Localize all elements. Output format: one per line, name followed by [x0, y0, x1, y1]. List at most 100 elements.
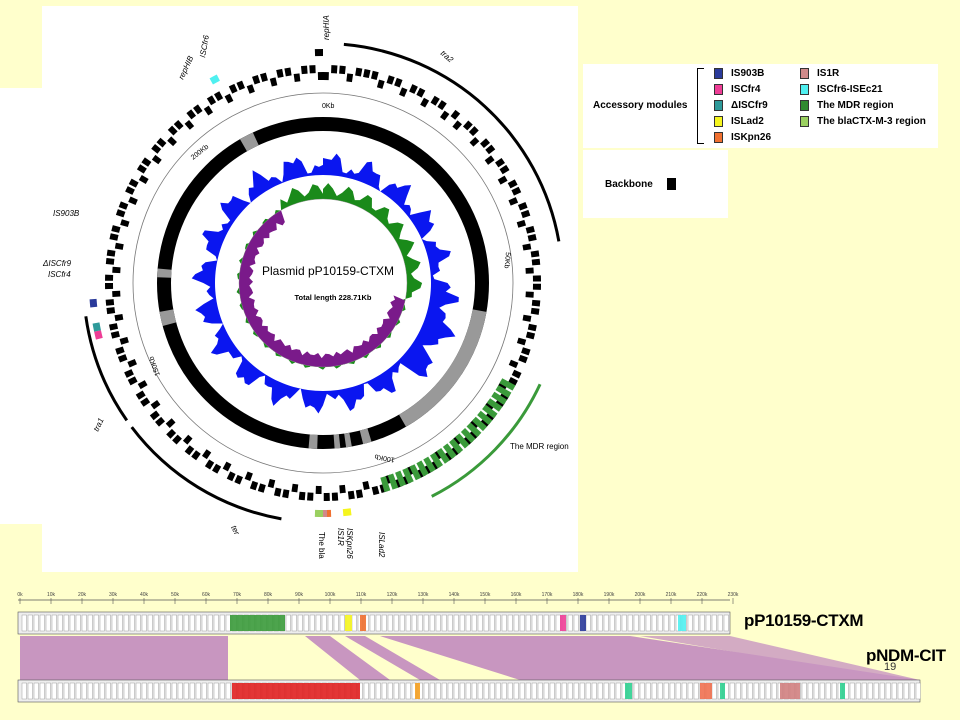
track2-gene [909, 682, 915, 700]
gene-block [150, 400, 161, 410]
scale-tick-label: 90k [295, 592, 304, 598]
track2-feature [415, 683, 420, 699]
track2-gene [453, 682, 459, 700]
gene-block [516, 337, 527, 346]
gene-block [317, 71, 324, 81]
track2-gene [207, 682, 213, 700]
track1-gene [621, 614, 627, 632]
backbone-gap [157, 268, 172, 278]
track2-gene [69, 682, 75, 700]
gene-block [110, 330, 120, 339]
gene-block [204, 459, 215, 470]
gene-block [135, 390, 146, 400]
gene-block [128, 178, 139, 188]
track2-gene [531, 682, 537, 700]
gene-block [511, 186, 522, 196]
gene-block [149, 410, 160, 421]
track1-gene [447, 614, 453, 632]
track1-feature [678, 615, 686, 631]
track1-gene [519, 614, 525, 632]
track2-gene [891, 682, 897, 700]
gene-block [376, 79, 385, 89]
mdr-gene-block [499, 378, 516, 391]
gene-block [495, 157, 505, 168]
gene-block [118, 201, 129, 210]
legend-swatch [714, 116, 723, 127]
track1-gene [711, 614, 717, 632]
gene-block [323, 492, 330, 501]
gene-block [136, 164, 147, 174]
track1-gene [303, 614, 309, 632]
gene-block [452, 120, 462, 131]
legend-item-is1r: IS1R [800, 68, 839, 79]
mdr-gene-block [442, 443, 457, 459]
track2-gene [651, 682, 657, 700]
track2-gene [195, 682, 201, 700]
track1-gene [567, 614, 573, 632]
scale-tick-label: 160k [511, 592, 522, 598]
track2-gene [639, 682, 645, 700]
track1-gene [147, 614, 153, 632]
gene-block [106, 249, 116, 257]
gene-block [525, 331, 536, 340]
track1-gene [327, 614, 333, 632]
gene-block [120, 219, 130, 228]
track2-gene [759, 682, 765, 700]
track2-gene [423, 682, 429, 700]
track1-gene [99, 614, 105, 632]
track2-gene [225, 682, 231, 700]
gene-block [511, 369, 522, 379]
gene-block [420, 97, 430, 108]
track2-gene [183, 682, 189, 700]
track1-feature [360, 615, 366, 631]
track2-gene [819, 682, 825, 700]
track1-gene [297, 614, 303, 632]
gene-block [416, 87, 426, 98]
legend-item-islad2: ISLad2 [714, 116, 764, 127]
track1-gene [501, 614, 507, 632]
track1-gene [573, 614, 579, 632]
legend-swatch [714, 132, 723, 143]
track2-gene [609, 682, 615, 700]
track2-gene [213, 682, 219, 700]
scale-tick-label: 140k [449, 592, 460, 598]
track2-gene [39, 682, 45, 700]
label-rephib: repHIB [177, 54, 196, 81]
track2-gene [477, 682, 483, 700]
track1-gene [51, 614, 57, 632]
gene-block [125, 186, 135, 195]
legend-item-iskpn26: ISKpn26 [714, 132, 771, 143]
track1-gene [639, 614, 645, 632]
track1-gene [441, 614, 447, 632]
gene-block [212, 463, 222, 474]
track2-gene [123, 682, 129, 700]
gene-block [140, 397, 151, 407]
track1-gene [705, 614, 711, 632]
gene-block [105, 257, 115, 265]
scale-label-200kb: 200Kb [190, 144, 210, 162]
feature-marker [314, 509, 323, 517]
track2-gene [687, 682, 693, 700]
gene-block [257, 483, 266, 493]
track1-gene [555, 614, 561, 632]
track1-label: pP10159-CTXM [744, 611, 864, 630]
track1-gene [669, 614, 675, 632]
gene-block [339, 484, 346, 494]
label-ter: ter [229, 524, 241, 537]
track2-gene [597, 682, 603, 700]
track2-gene [363, 682, 369, 700]
legend-swatch [714, 68, 723, 79]
legend-item-bla-region: The blaCTX-M-3 region [800, 116, 926, 127]
gene-block [249, 480, 259, 491]
legend-item-mdr-region: The MDR region [800, 100, 894, 111]
synteny-block [305, 636, 390, 680]
scale-tick-label: 30k [109, 592, 118, 598]
track1-feature [230, 615, 285, 631]
gene-block [331, 492, 339, 501]
gene-block [109, 323, 119, 331]
gene-block [228, 83, 238, 94]
mdr-gene-block [477, 410, 493, 425]
backbone-legend: Backbone [583, 150, 728, 218]
